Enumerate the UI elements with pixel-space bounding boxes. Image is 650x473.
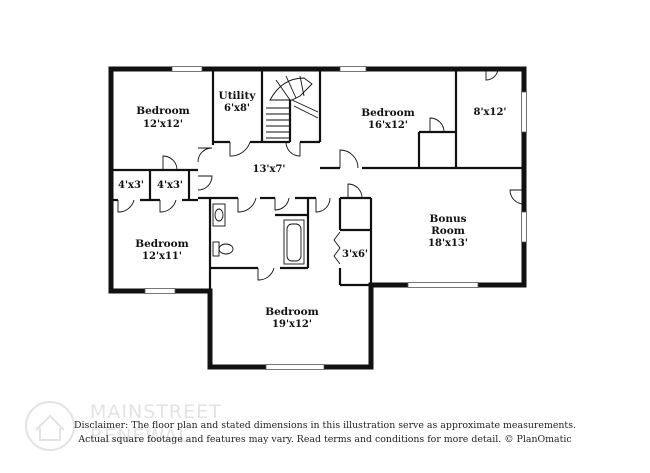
hall-dim: 13'x7'	[253, 164, 286, 175]
bedroom-nw-name: Bedroom	[136, 105, 190, 117]
interior-walls	[111, 69, 524, 291]
watermark-logo: MAINSTREET RENEWAL	[22, 398, 262, 454]
disclaimer-line-1: Disclaimer: The floor plan and stated di…	[74, 420, 576, 431]
utility-dim: 6'x8'	[224, 103, 250, 114]
closet-c-dim: 3'x6'	[342, 249, 368, 260]
bonus-dim: 18'x13'	[428, 238, 468, 249]
bedroom-sw-name: Bedroom	[135, 238, 189, 250]
disclaimer-line-2: Actual square footage and features may v…	[78, 434, 572, 445]
closet-b-dim: 4'x3'	[157, 180, 183, 191]
doors	[117, 68, 525, 281]
watermark-house-icon	[25, 401, 75, 451]
room-ne-small-dim: 8'x12'	[474, 107, 507, 118]
bonus-name-2: Room	[431, 225, 465, 237]
windows	[144, 66, 527, 370]
watermark-text-line1: MAINSTREET	[90, 401, 222, 423]
room-labels: Bedroom 12'x12' Utility 6'x8' Bedroom 16…	[118, 90, 506, 330]
bedroom-ne-name: Bedroom	[361, 107, 415, 119]
bedroom-s-name: Bedroom	[265, 306, 319, 318]
bonus-name-1: Bonus	[429, 213, 466, 225]
stairs	[266, 75, 319, 139]
bedroom-ne-dim: 16'x12'	[368, 120, 408, 131]
bedroom-sw-dim: 12'x11'	[142, 251, 182, 262]
watermark-text-line2: RENEWAL	[90, 425, 190, 447]
bedroom-nw-dim: 12'x12'	[143, 119, 183, 130]
closet-a-dim: 4'x3'	[118, 180, 144, 191]
utility-name: Utility	[219, 90, 257, 102]
bath-fixtures	[212, 203, 305, 265]
bedroom-s-dim: 19'x12'	[272, 319, 312, 330]
